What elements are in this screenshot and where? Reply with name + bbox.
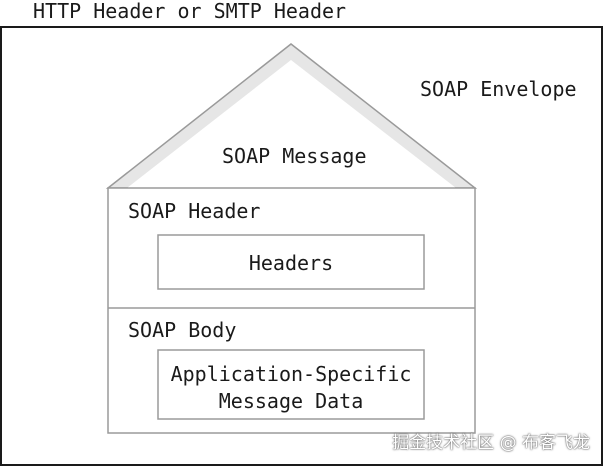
soap-header-label: SOAP Header bbox=[128, 199, 261, 223]
message-roof-inner bbox=[127, 60, 456, 188]
application-data-line-1: Application-Specific bbox=[170, 362, 412, 386]
app-data-box bbox=[157, 349, 425, 420]
soap-message-label: SOAP Message bbox=[222, 144, 367, 168]
application-data-line-2: Message Data bbox=[218, 389, 364, 413]
soap-body-label: SOAP Body bbox=[128, 318, 237, 342]
watermark: 掘金技术社区 @ 布客飞龙 bbox=[392, 433, 590, 453]
http-smtp-header-label: HTTP Header or SMTP Header bbox=[33, 0, 347, 23]
headers-label: Headers bbox=[248, 251, 334, 275]
soap-envelope-label: SOAP Envelope bbox=[420, 77, 577, 101]
outer-frame bbox=[0, 26, 603, 466]
headers-box bbox=[157, 234, 425, 290]
application-data-label: Application-Specific Message Data bbox=[158, 361, 424, 415]
